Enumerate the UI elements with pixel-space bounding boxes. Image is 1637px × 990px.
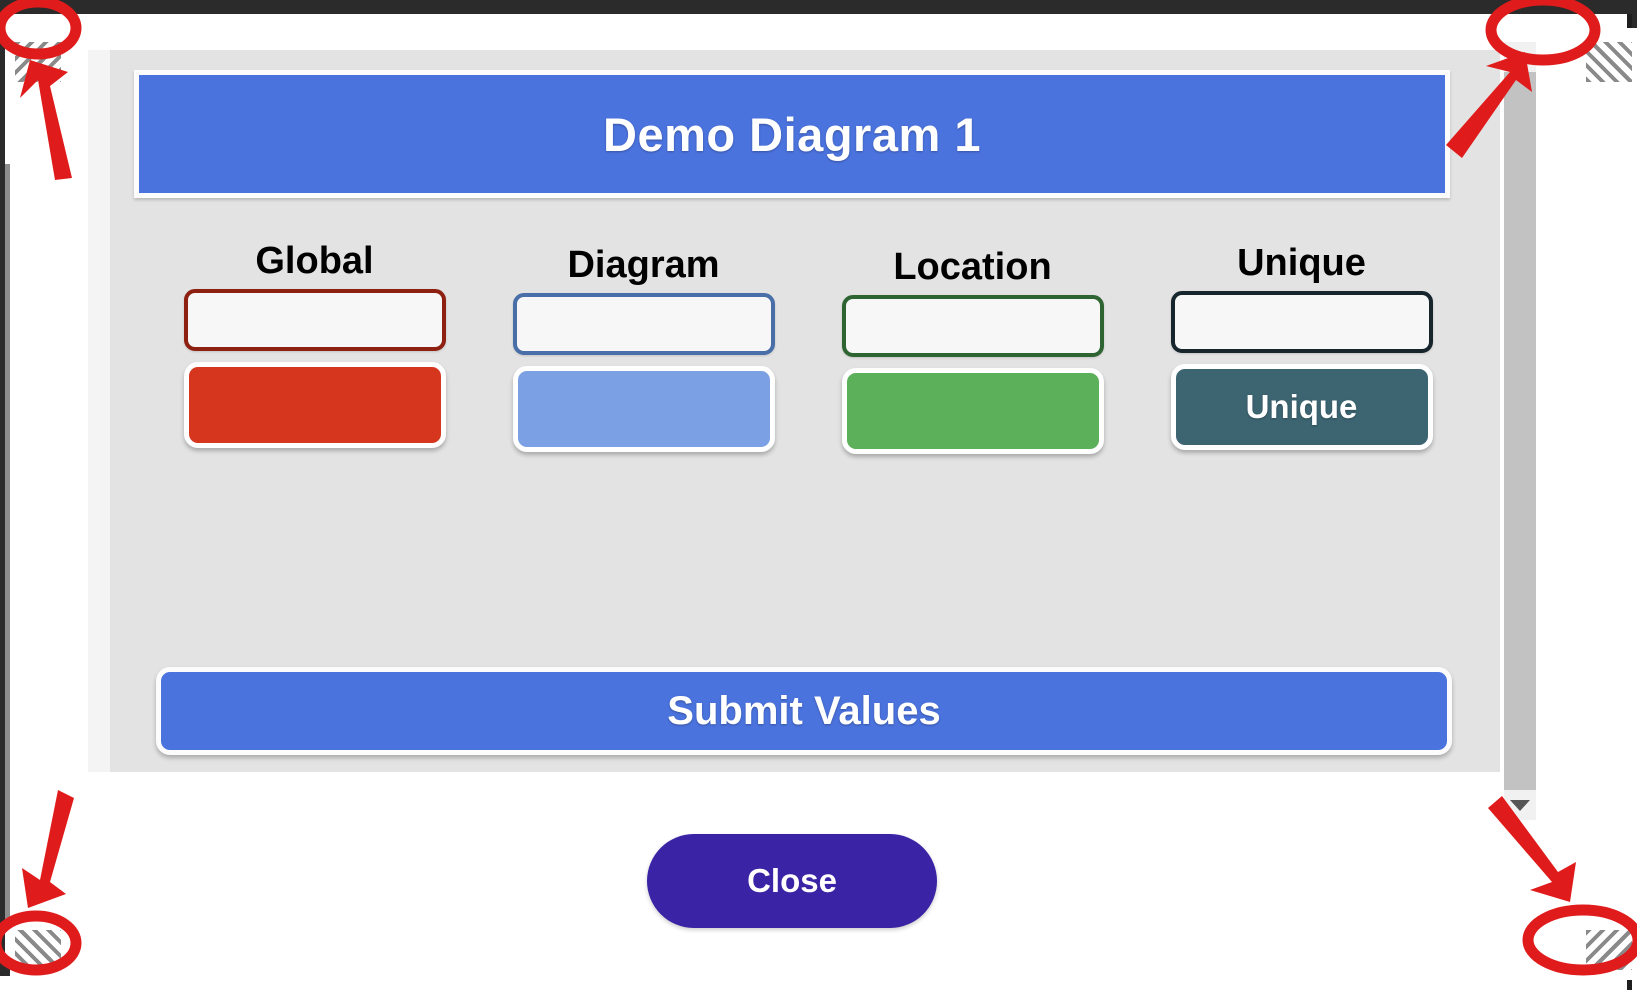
input-global[interactable] xyxy=(183,289,446,351)
input-diagram[interactable] xyxy=(512,293,775,355)
field-column-diagram: Diagram xyxy=(479,236,808,486)
scroll-up-arrow-icon[interactable] xyxy=(1504,42,1536,72)
diagram-title-banner: Demo Diagram 1 xyxy=(134,70,1450,198)
input-location[interactable] xyxy=(841,295,1104,357)
column-label-diagram: Diagram xyxy=(567,244,720,286)
page-title: Demo Diagram 1 xyxy=(603,107,981,161)
dialog-body: Demo Diagram 1 Global Diagram xyxy=(10,28,1637,980)
resize-grip-bottom-left[interactable] xyxy=(15,930,61,970)
close-button[interactable]: Close xyxy=(647,834,937,928)
scroll-viewport: Demo Diagram 1 Global Diagram xyxy=(88,50,1500,772)
button-global[interactable] xyxy=(183,362,446,448)
scrollbar-thumb[interactable] xyxy=(1504,72,1536,800)
scroll-down-arrow-icon[interactable] xyxy=(1504,790,1536,820)
field-column-global: Global xyxy=(150,236,479,486)
dialog-content-panel: Demo Diagram 1 Global Diagram xyxy=(110,50,1500,772)
input-unique[interactable] xyxy=(1170,291,1433,353)
field-column-location: Location xyxy=(808,236,1137,486)
column-label-location: Location xyxy=(893,246,1052,288)
triangle-up-icon xyxy=(1510,51,1530,63)
button-unique-label: Unique xyxy=(1245,388,1358,425)
button-diagram[interactable] xyxy=(512,366,775,452)
fields-grid: Global Diagram Locatio xyxy=(150,236,1466,486)
resize-grip-top-right[interactable] xyxy=(1586,42,1632,82)
submit-values-button[interactable]: Submit Values xyxy=(156,667,1452,755)
button-location[interactable] xyxy=(841,368,1104,454)
column-label-global: Global xyxy=(255,240,374,282)
column-label-unique: Unique xyxy=(1237,242,1366,284)
resize-grip-top-left[interactable] xyxy=(15,42,61,82)
triangle-down-icon xyxy=(1510,799,1530,811)
resize-grip-bottom-right[interactable] xyxy=(1586,930,1632,970)
button-unique[interactable]: Unique xyxy=(1170,364,1433,450)
window-left-rail xyxy=(5,164,10,924)
field-column-unique: Unique Unique xyxy=(1137,236,1466,486)
submit-values-label: Submit Values xyxy=(667,688,941,733)
vertical-scrollbar[interactable] xyxy=(1504,42,1536,820)
